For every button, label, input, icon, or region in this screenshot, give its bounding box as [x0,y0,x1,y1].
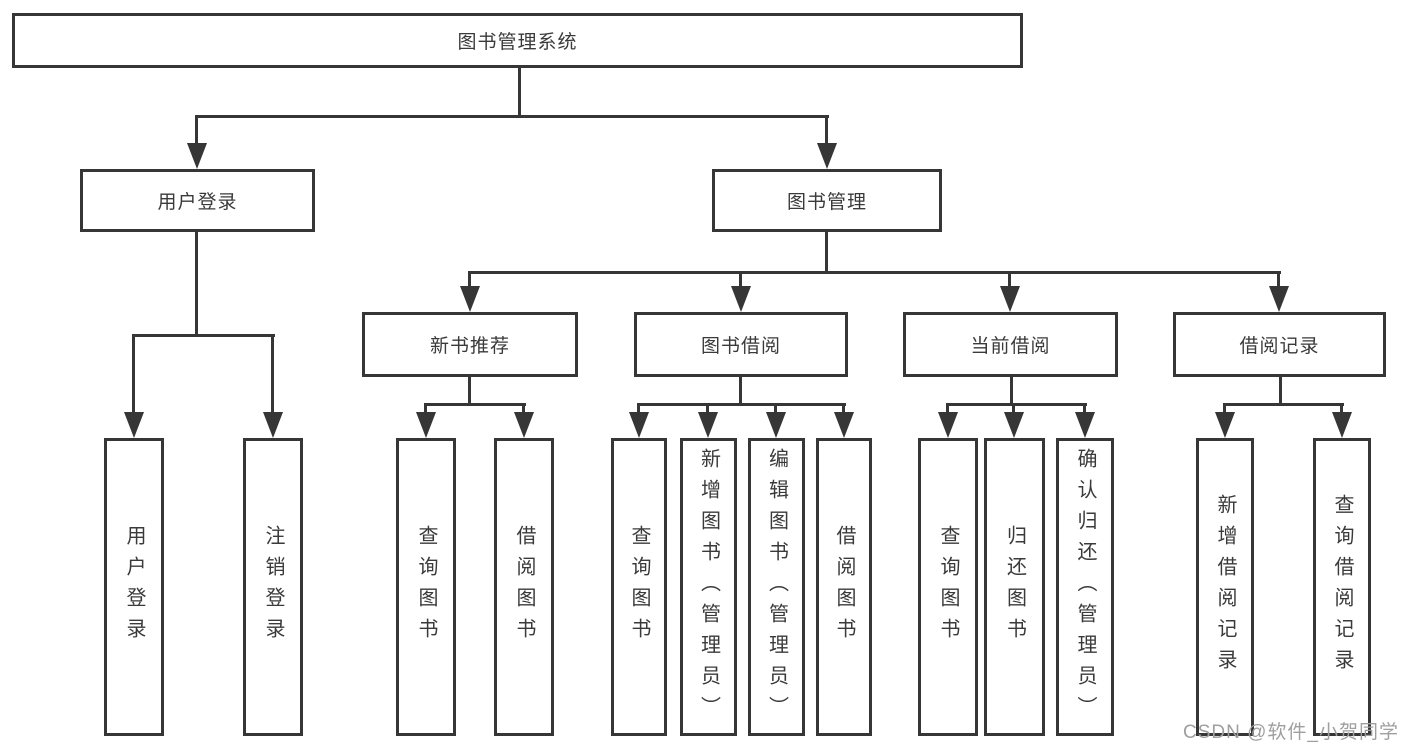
connector-arrow-shaft [1340,403,1343,414]
leaf-user-login-label: 用户登录 [123,525,145,649]
leaf-borrow-books-recommend: 借阅图书 [494,438,554,736]
leaf-confirm-return-admin: 确认归还（管理员） [1056,438,1114,736]
node-book-management-label: 图书管理 [786,192,867,213]
down-arrowhead-icon [817,143,837,169]
leaf-query-books-current: 查询图书 [918,438,978,736]
connector-borrowing-drop [739,377,742,406]
down-arrowhead-icon [460,286,480,312]
connector-arrow-shaft [637,403,640,414]
connector-user-login-splitter [132,334,275,337]
csdn-watermark: CSDN @软件_小贺同学 [1183,722,1399,743]
leaf-query-books-borrowing-label: 查询图书 [628,525,650,649]
connector-arrow-shaft [946,403,949,414]
node-book-management: 图书管理 [712,169,942,232]
connector-arrow-shaft [825,115,828,146]
node-user-login: 用户登录 [80,169,315,232]
down-arrowhead-icon [263,412,283,438]
connector-current-drop [1010,377,1013,406]
connector-arrow-shaft [706,403,709,414]
connector-arrow-shaft [739,271,742,288]
down-arrowhead-icon [834,412,854,438]
connector-arrow-shaft [1012,403,1015,414]
leaf-borrow-books-borrowing: 借阅图书 [816,438,872,736]
connector-arrow-shaft [271,334,274,414]
connector-records-splitter [1223,403,1344,406]
down-arrowhead-icon [731,286,751,312]
down-arrowhead-icon [514,412,534,438]
connector-root-drop [518,68,521,117]
leaf-user-login: 用户登录 [104,438,164,736]
connector-arrow-shaft [774,403,777,414]
leaf-query-borrow-record-label: 查询借阅记录 [1331,494,1353,680]
down-arrowhead-icon [416,412,436,438]
connector-arrow-shaft [195,115,198,146]
node-borrowing-records: 借阅记录 [1173,312,1386,377]
leaf-add-books-admin: 新增图书（管理员） [680,438,737,736]
connector-arrow-shaft [424,403,427,414]
down-arrowhead-icon [629,412,649,438]
node-user-login-label: 用户登录 [157,192,238,213]
leaf-borrow-books-recommend-label: 借阅图书 [513,525,535,649]
connector-level3-hline [468,271,1281,274]
down-arrowhead-icon [1215,412,1235,438]
connector-arrow-shaft [468,271,471,288]
connector-arrow-shaft [1277,271,1280,288]
down-arrowhead-icon [1075,412,1095,438]
node-current-borrowing-label: 当前借阅 [970,336,1051,357]
down-arrowhead-icon [938,412,958,438]
leaf-query-books-recommend: 查询图书 [396,438,456,736]
down-arrowhead-icon [698,412,718,438]
down-arrowhead-icon [124,412,144,438]
leaf-return-books-label: 归还图书 [1003,525,1026,649]
node-new-book-recommend-label: 新书推荐 [429,336,510,357]
node-current-borrowing: 当前借阅 [903,312,1118,377]
connector-level2-hline [196,115,829,118]
leaf-confirm-return-admin-label: 确认归还（管理员） [1074,447,1096,727]
connector-arrow-shaft [522,403,525,414]
leaf-query-borrow-record: 查询借阅记录 [1313,438,1371,736]
connector-recommend-drop [468,377,471,406]
node-book-borrowing-label: 图书借阅 [700,336,781,357]
leaf-query-books-borrowing: 查询图书 [611,438,667,736]
node-new-book-recommend: 新书推荐 [362,312,578,377]
leaf-add-borrow-record-label: 新增借阅记录 [1214,494,1236,680]
down-arrowhead-icon [1004,412,1024,438]
down-arrowhead-icon [1332,412,1352,438]
node-library-system: 图书管理系统 [12,13,1023,68]
connector-arrow-shaft [1008,271,1011,288]
leaf-return-books: 归还图书 [984,438,1045,736]
down-arrowhead-icon [1269,286,1289,312]
node-library-system-label: 图书管理系统 [457,32,578,53]
node-book-borrowing: 图书借阅 [634,312,848,377]
connector-current-splitter [946,403,1087,406]
leaf-add-borrow-record: 新增借阅记录 [1196,438,1254,736]
down-arrowhead-icon [187,143,207,169]
connector-borrowing-splitter [637,403,846,406]
connector-user-login-drop [195,232,198,337]
leaf-logout: 注销登录 [243,438,303,736]
leaf-query-books-recommend-label: 查询图书 [415,525,437,649]
down-arrowhead-icon [1000,286,1020,312]
leaf-edit-books-admin-label: 编辑图书（管理员） [765,447,788,727]
connector-recommend-splitter [424,403,526,406]
connector-arrow-shaft [1223,403,1226,414]
connector-records-drop [1279,377,1282,406]
leaf-add-books-admin-label: 新增图书（管理员） [697,447,720,727]
connector-book-management-drop [825,232,828,274]
leaf-logout-label: 注销登录 [262,525,284,649]
down-arrowhead-icon [766,412,786,438]
node-borrowing-records-label: 借阅记录 [1239,336,1320,357]
leaf-edit-books-admin: 编辑图书（管理员） [748,438,805,736]
leaf-query-books-current-label: 查询图书 [937,525,959,649]
connector-arrow-shaft [132,334,135,414]
connector-arrow-shaft [842,403,845,414]
connector-arrow-shaft [1083,403,1086,414]
leaf-borrow-books-borrowing-label: 借阅图书 [833,525,855,649]
